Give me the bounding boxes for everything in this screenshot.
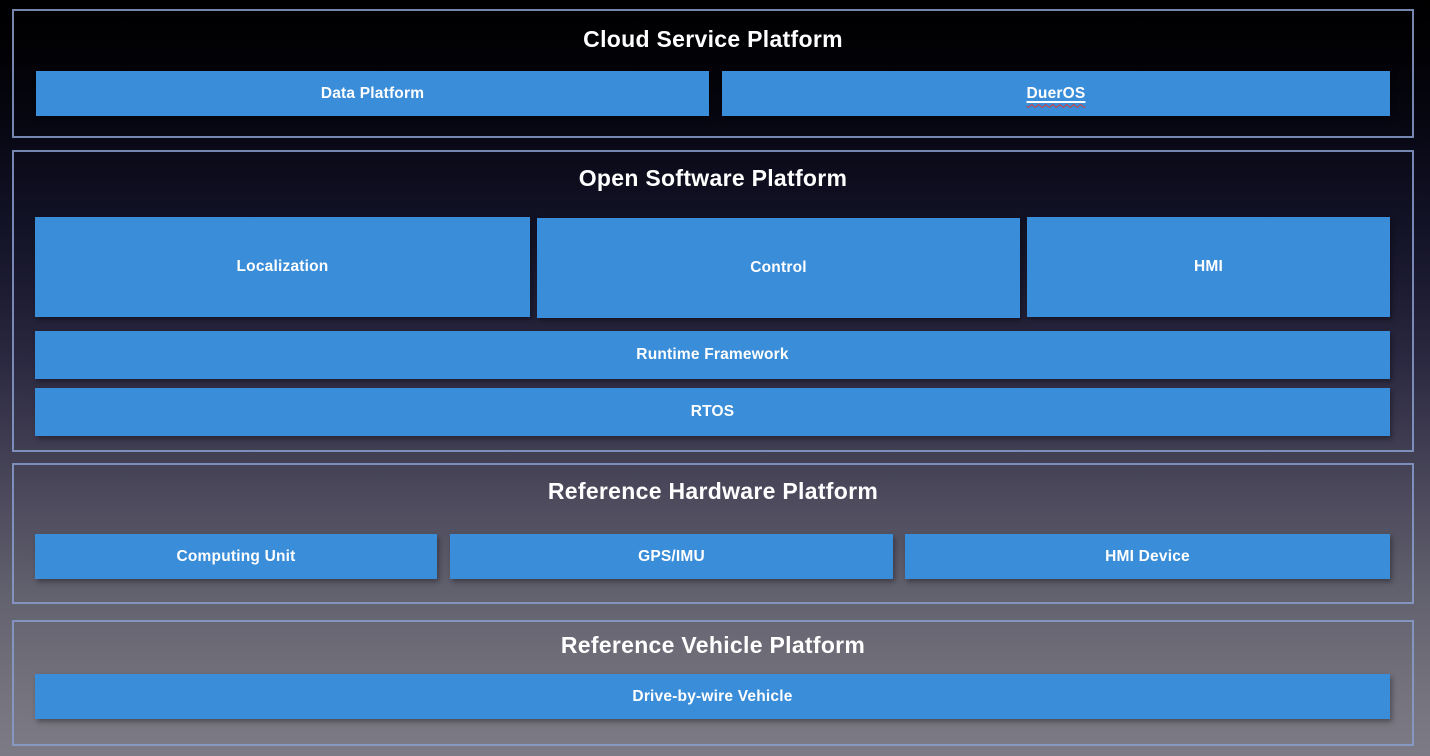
section-title-open-software-platform: Open Software Platform (578, 165, 848, 191)
box-computing-unit: Computing Unit (35, 534, 437, 579)
box-data-platform: Data Platform (36, 71, 709, 116)
box-label-control: Control (750, 259, 807, 276)
section-title-reference-hardware-platform: Reference Hardware Platform (547, 478, 879, 504)
section-reference-vehicle-platform: Reference Vehicle Platform Drive-by-wire… (12, 620, 1414, 746)
box-hmi-device: HMI Device (905, 534, 1390, 579)
box-label-computing-unit: Computing Unit (176, 547, 296, 565)
box-control: Control (537, 218, 1020, 318)
box-label-gps-imu: GPS/IMU (638, 547, 705, 565)
box-localization: Localization (35, 217, 530, 317)
section-title-cloud-service-platform: Cloud Service Platform (583, 26, 843, 52)
box-hmi: HMI (1027, 217, 1390, 317)
box-label-drive-by-wire-vehicle: Drive-by-wire Vehicle (632, 687, 793, 705)
dueros-underline: DuerOS (1027, 85, 1086, 103)
box-label-hmi: HMI (1193, 258, 1223, 275)
box-gps-imu: GPS/IMU (450, 534, 893, 579)
box-rtos: RTOS (35, 388, 1390, 436)
box-drive-by-wire-vehicle: Drive-by-wire Vehicle (35, 674, 1390, 719)
section-title-reference-vehicle-platform: Reference Vehicle Platform (560, 632, 866, 658)
box-runtime-framework: Runtime Framework (35, 331, 1390, 379)
box-label-runtime-framework: Runtime Framework (636, 346, 789, 363)
box-label-hmi-device: HMI Device (1105, 547, 1190, 565)
section-cloud-service-platform: Cloud Service Platform Data Platform Due… (12, 9, 1414, 138)
box-label-data-platform: Data Platform (320, 84, 425, 102)
section-open-software-platform: Open Software Platform Localization Cont… (12, 150, 1414, 452)
section-reference-hardware-platform: Reference Hardware Platform Computing Un… (12, 463, 1414, 604)
box-label-dueros: DuerOS (1026, 84, 1086, 102)
box-label-localization: Localization (236, 258, 329, 275)
box-dueros: DuerOS (722, 71, 1390, 116)
box-label-rtos: RTOS (690, 403, 735, 420)
